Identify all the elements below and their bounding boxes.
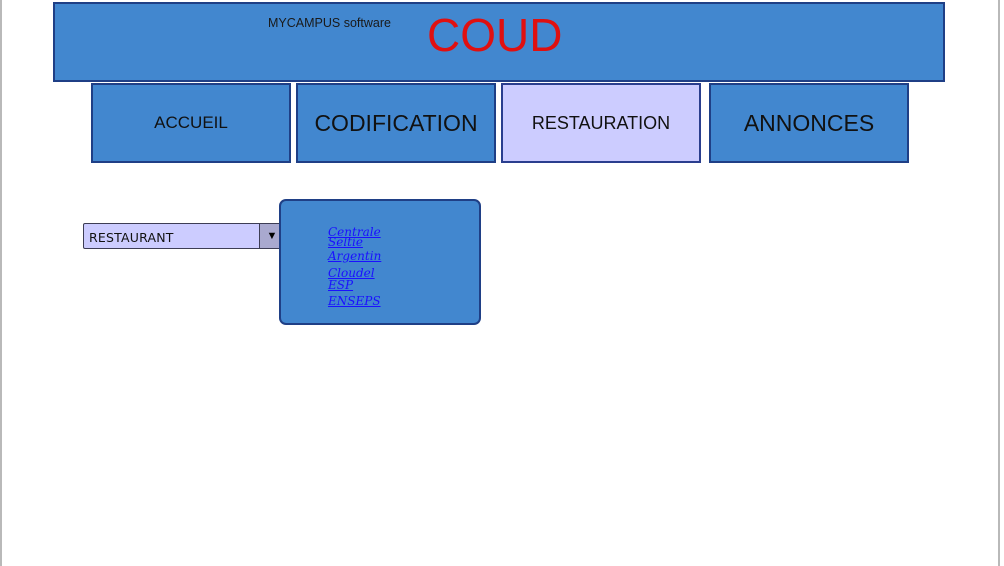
restaurant-link-centrale[interactable]: Centrale bbox=[328, 225, 381, 239]
nav-item-restauration[interactable]: RESTAURATION bbox=[501, 83, 701, 163]
restaurant-link-seltie[interactable]: Seltie bbox=[328, 235, 363, 249]
restaurant-select-value: RESTAURANT bbox=[89, 230, 174, 245]
restaurant-link-cloudel[interactable]: Cloudel bbox=[328, 266, 375, 280]
restaurant-list-panel: Centrale Seltie Argentin Cloudel ESP ENS… bbox=[279, 199, 481, 325]
nav-item-annonces[interactable]: ANNONCES bbox=[709, 83, 909, 163]
brand-label: MYCAMPUS software bbox=[268, 16, 391, 30]
restaurant-link-esp[interactable]: ESP bbox=[328, 278, 354, 292]
restaurant-select[interactable]: RESTAURANT ▼ bbox=[83, 223, 285, 249]
nav-item-accueil[interactable]: ACCUEIL bbox=[91, 83, 291, 163]
restaurant-link-argentin[interactable]: Argentin bbox=[328, 249, 382, 263]
nav-item-codification[interactable]: CODIFICATION bbox=[296, 83, 496, 163]
site-header: MYCAMPUS software COUD bbox=[53, 2, 945, 82]
restaurant-link-enseps[interactable]: ENSEPS bbox=[328, 294, 381, 308]
site-title: COUD bbox=[427, 9, 563, 61]
